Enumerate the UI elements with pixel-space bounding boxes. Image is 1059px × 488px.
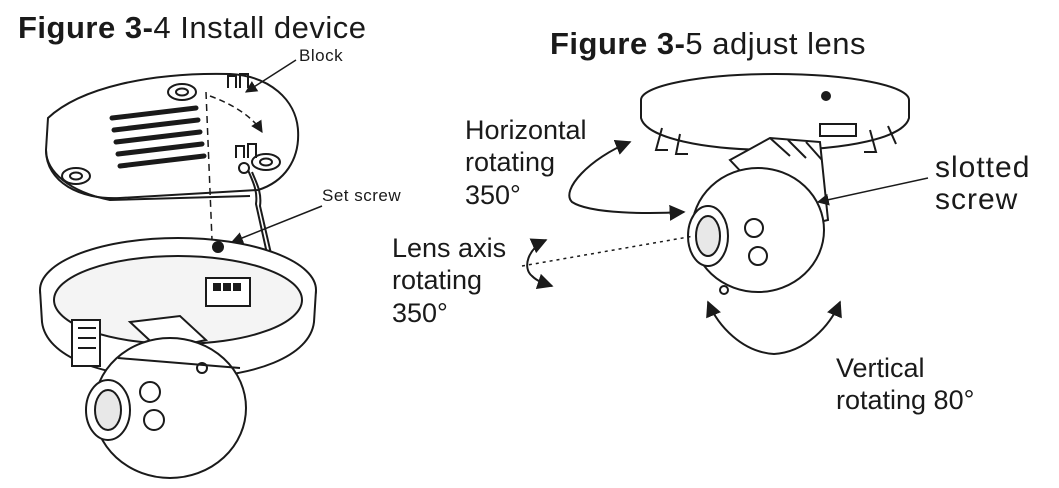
lens-axis-rotation-label: Lens axis rotating 350° bbox=[392, 232, 506, 329]
lens-axis-line-1: Lens axis bbox=[392, 233, 507, 263]
safety-wire bbox=[238, 162, 273, 259]
set-screw-leader bbox=[230, 205, 323, 244]
horizontal-line-3: 350° bbox=[465, 179, 521, 210]
block-label: Block bbox=[299, 46, 344, 65]
alignment-line bbox=[205, 91, 213, 241]
lens-axis-line-2: rotating bbox=[392, 265, 483, 296]
vertical-line-1: Vertical bbox=[836, 353, 925, 383]
figure-3-4-title: Figure 3-4 Install device bbox=[18, 12, 366, 43]
block-leader bbox=[244, 59, 297, 93]
vertical-rotation-label: Vertical rotating 80° bbox=[836, 352, 974, 417]
camera-body-install bbox=[39, 237, 317, 479]
horizontal-rotation-label: Horizontal rotating 350° bbox=[465, 114, 587, 211]
set-screw-label: Set screw bbox=[322, 186, 402, 205]
figure-3-4-prefix: Figure 3- bbox=[18, 10, 154, 45]
rotation-arrows bbox=[521, 139, 929, 356]
vertical-line-2: rotating 80° bbox=[836, 385, 975, 416]
horizontal-line-1: Horizontal bbox=[465, 115, 587, 145]
figure-3-4-suffix: 4 Install device bbox=[153, 10, 367, 45]
horizontal-line-2: rotating bbox=[465, 147, 556, 178]
slotted-line-1: slotted bbox=[935, 151, 1031, 184]
mounting-plate bbox=[44, 72, 300, 202]
slotted-line-2: screw bbox=[935, 183, 1019, 217]
figure-3-5-suffix: 5 adjust lens bbox=[685, 26, 866, 61]
figure-3-5-title: Figure 3-5 adjust lens bbox=[550, 28, 866, 59]
lens-axis-line-3: 350° bbox=[392, 297, 448, 328]
camera-adjust bbox=[640, 73, 910, 295]
figure-3-5-prefix: Figure 3- bbox=[550, 26, 686, 61]
slotted-screw-label: slotted screw bbox=[935, 151, 1031, 217]
